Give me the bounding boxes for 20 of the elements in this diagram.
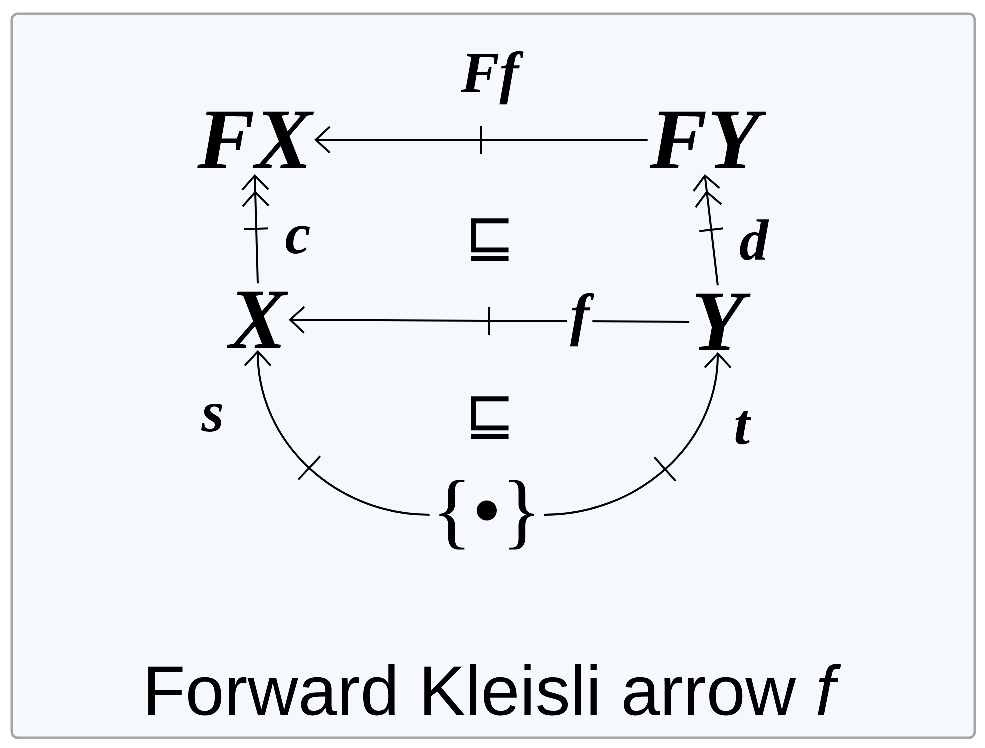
edge-label: Ff [460,51,524,105]
order-symbol: ⊑ [471,396,509,440]
edge-label: f [567,290,594,350]
edge-label: c [286,226,310,254]
math-term: Y [696,294,751,350]
math-term: X [227,292,288,348]
arrow [288,306,690,336]
arrow [693,174,724,286]
arrow [544,352,732,516]
edge-label: d [740,220,770,260]
math-term: FY [650,112,767,168]
math-term: FX [198,112,314,168]
caption: Forward Kleisli arrow f [148,664,842,716]
arrow [314,126,648,154]
math-term: {•} [440,480,534,550]
edge-label: s [201,404,222,432]
order-symbol: ⊑ [471,218,509,262]
arrow [242,174,270,284]
edge-label: t [736,411,752,445]
arrow [244,350,430,516]
